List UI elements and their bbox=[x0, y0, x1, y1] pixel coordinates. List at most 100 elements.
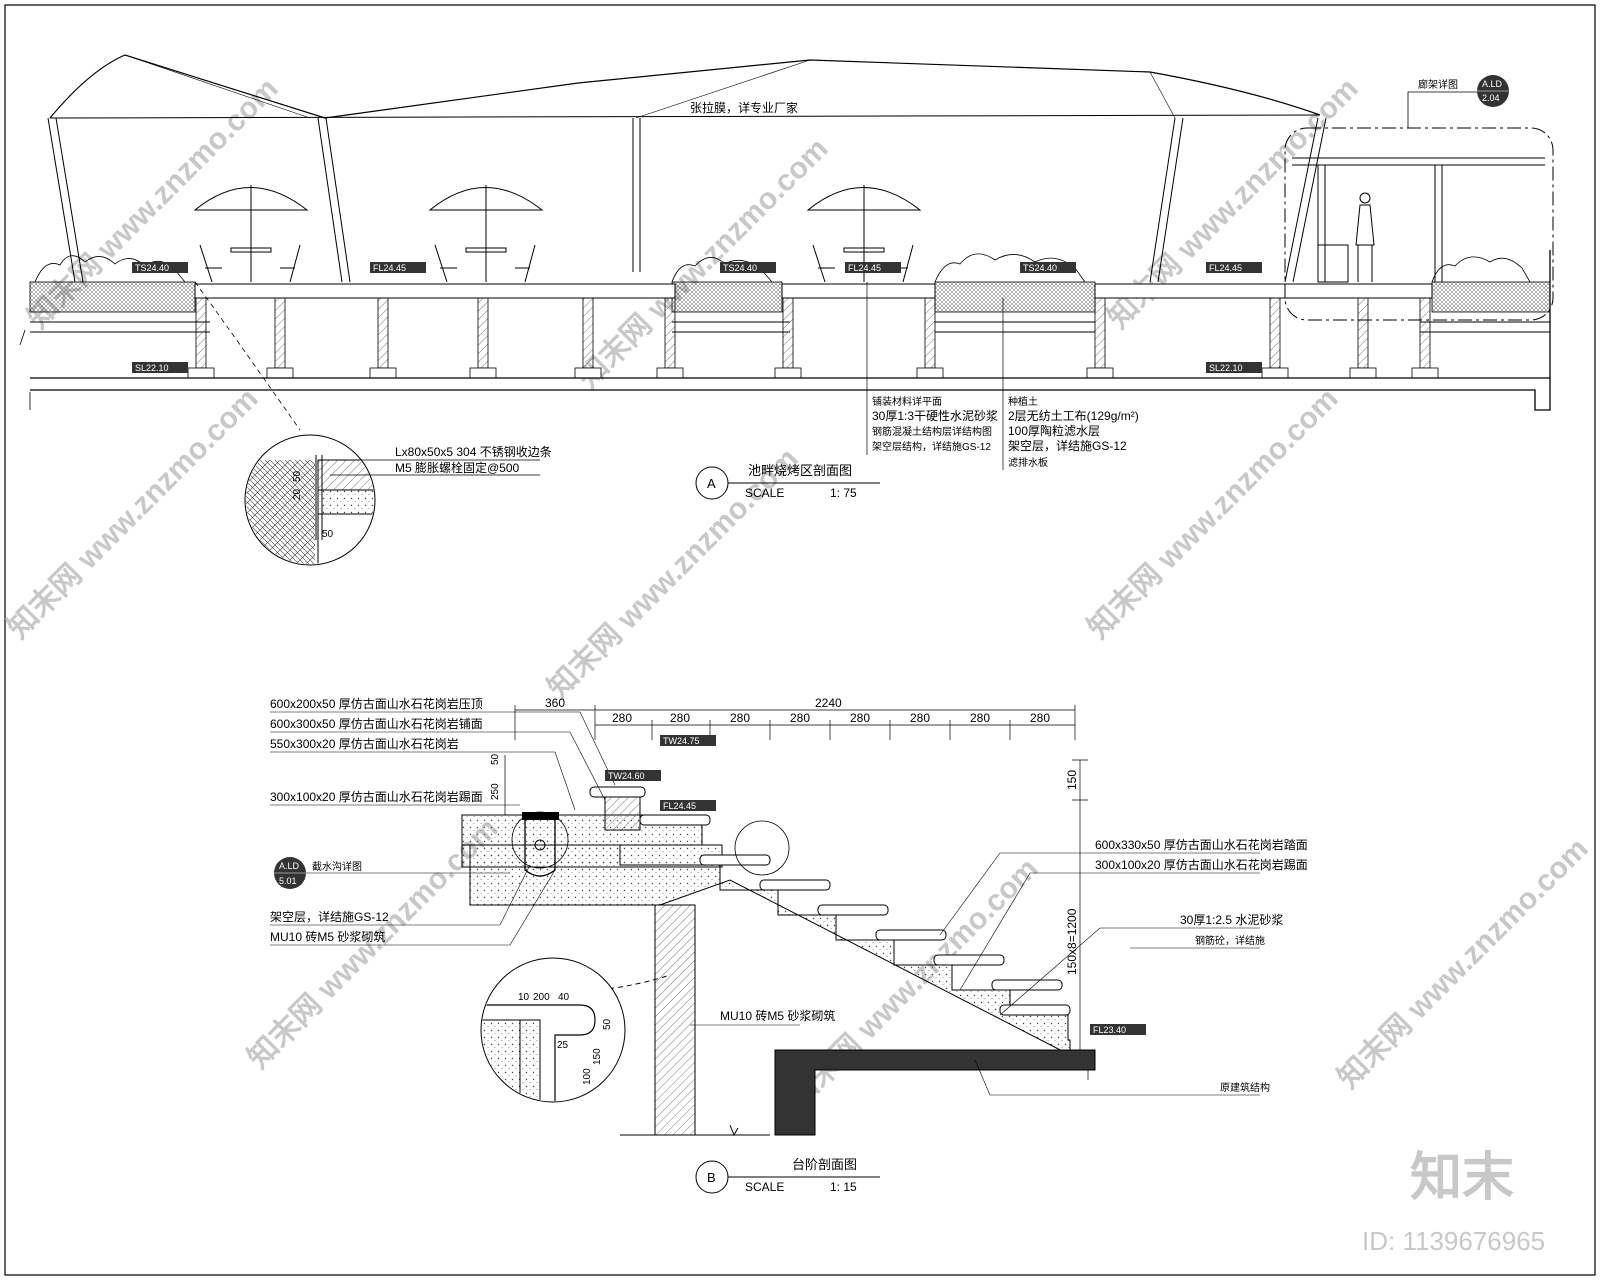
note-line: 钢筋混凝土结构层详结构图 bbox=[872, 425, 992, 438]
level-tag: TW24.60 bbox=[608, 771, 645, 781]
detail-bubble-edge: Lx80x50x5 304 不锈钢收边条 M5 膨胀螺栓固定@500 20 50… bbox=[194, 281, 552, 566]
dim-riser-total: 150x8=1200 bbox=[1065, 908, 1079, 975]
level-tags-b: TW24.75 TW24.60 FL24.45 FL23.40 bbox=[605, 735, 1146, 1035]
section-title: 台阶剖面图 bbox=[792, 1157, 857, 1172]
watermark-text: 知末网 www.znzmo.com bbox=[572, 132, 835, 395]
stair-treads bbox=[589, 786, 1071, 1016]
dim-tread: 280 bbox=[730, 711, 750, 725]
callout-ref: 2.04 bbox=[1482, 93, 1500, 103]
level-tag: TS24.40 bbox=[1023, 263, 1057, 273]
section-marker: A bbox=[707, 476, 716, 491]
detail-dim: 100 bbox=[582, 1068, 593, 1085]
level-tag: FL24.45 bbox=[1209, 263, 1242, 273]
section-a: 张拉膜，详专业厂家 bbox=[19, 54, 1554, 566]
parapet-wall bbox=[604, 797, 641, 831]
pergola-bbq bbox=[1284, 127, 1554, 321]
membrane-note: 张拉膜，详专业厂家 bbox=[690, 100, 798, 115]
watermark-text: 知末网 www.znzmo.com bbox=[1332, 832, 1595, 1095]
section-marker: B bbox=[707, 1170, 716, 1185]
detail-dim: 50 bbox=[292, 470, 303, 482]
stair-tread-band bbox=[461, 844, 723, 868]
detail-dim: 150 bbox=[592, 1048, 603, 1065]
detail-dim: 50 bbox=[322, 529, 334, 540]
dim-wall-height: 250 bbox=[490, 783, 501, 800]
sheet-border bbox=[4, 4, 1596, 1276]
detail-dim: 50 bbox=[602, 1018, 613, 1030]
callout-ref: A.LD bbox=[279, 861, 300, 871]
masts bbox=[47, 117, 1327, 283]
planter-soil bbox=[29, 281, 1551, 313]
note-line: 架空层结构，详结施GS-12 bbox=[872, 440, 991, 453]
section-title: 池畔烧烤区剖面图 bbox=[748, 463, 852, 478]
detail-bubble-nosing: 10 200 40 50 25 150 100 bbox=[480, 957, 626, 1103]
image-id: ID: 1139676965 bbox=[1362, 1226, 1545, 1256]
level-tag: SL22.10 bbox=[1209, 363, 1243, 373]
callout-a-pergola: 廊架详图 A.LD 2.04 bbox=[1407, 75, 1509, 128]
level-tag: FL24.45 bbox=[848, 263, 881, 273]
detail-dim: 40 bbox=[558, 992, 570, 1003]
watermark-text: 知末网 www.znzmo.com bbox=[542, 442, 805, 705]
note-line: 2层无纺土工布(129g/m²) bbox=[1008, 409, 1139, 423]
label-mortar: 30厚1:2.5 水泥砂浆 bbox=[1180, 912, 1283, 927]
title-b: B 台阶剖面图 SCALE 1: 15 bbox=[695, 1157, 880, 1194]
umbrella-set-2 bbox=[428, 185, 544, 283]
detail-dim: 10 bbox=[518, 992, 530, 1003]
note-line: 铺装材料详平面 bbox=[872, 395, 942, 408]
label-riser-right: 300x100x20 厚仿古面山水石花岗岩踢面 bbox=[1095, 857, 1308, 872]
lower-slabs bbox=[30, 321, 1550, 333]
trench-grate bbox=[522, 812, 559, 820]
existing-structure bbox=[774, 1049, 1096, 1136]
section-b: 360 2240 280 280 280 280 280 280 280 280… bbox=[270, 696, 1308, 1194]
label-column: MU10 砖M5 砂浆砌筑 bbox=[720, 1008, 835, 1023]
watermark-layer: 知末网 www.znzmo.com 知末网 www.znzmo.com 知末网 … bbox=[2, 72, 1595, 1115]
dim-total: 2240 bbox=[815, 696, 842, 710]
dim-tread: 280 bbox=[670, 711, 690, 725]
label-existing: 原建筑结构 bbox=[1220, 1081, 1270, 1094]
level-tag: FL24.45 bbox=[373, 263, 406, 273]
note-line: 架空层，详结施GS-12 bbox=[1008, 438, 1127, 453]
column-footings bbox=[187, 367, 1439, 379]
note-line: 30厚1:3干硬性水泥砂浆 bbox=[872, 408, 998, 423]
dim-tread: 280 bbox=[970, 711, 990, 725]
label-overhead: 架空层，详结施GS-12 bbox=[270, 909, 389, 924]
level-tag: TW24.75 bbox=[663, 736, 700, 746]
level-tag: SL22.10 bbox=[135, 363, 169, 373]
level-tags-a: TS24.40 FL24.45 TS24.40 FL24.45 TS24.40 … bbox=[132, 262, 1262, 373]
note-line: 种植土 bbox=[1008, 395, 1038, 408]
notes-right-a: 种植土 2层无纺土工布(129g/m²) 100厚陶粒滤水层 架空层，详结施GS… bbox=[1002, 298, 1139, 470]
level-tag: FL24.45 bbox=[663, 801, 696, 811]
callout-note: 截水沟详图 bbox=[312, 860, 362, 873]
callout-b-trench: A.LD 5.01 截水沟详图 bbox=[274, 857, 510, 889]
masonry-column bbox=[654, 904, 696, 1136]
scale-label: SCALE bbox=[745, 486, 784, 500]
note-line: 滤排水板 bbox=[1008, 456, 1048, 469]
deck-slabs bbox=[194, 283, 1433, 299]
scale-value: 1: 75 bbox=[830, 486, 857, 500]
labels-left-b bbox=[270, 711, 616, 946]
brand-logo: 知末 bbox=[1410, 1149, 1514, 1207]
label-cap: 600x200x50 厚仿古面山水石花岗岩压顶 bbox=[270, 696, 483, 711]
dim-tread: 280 bbox=[612, 711, 632, 725]
detail-note: M5 膨胀螺栓固定@500 bbox=[395, 460, 520, 475]
trench-drain bbox=[534, 839, 546, 851]
label-paving: 600x300x50 厚仿古面山水石花岗岩铺面 bbox=[270, 716, 483, 731]
label-tread: 600x330x50 厚仿古面山水石花岗岩踏面 bbox=[1095, 837, 1308, 852]
dim-tread: 280 bbox=[850, 711, 870, 725]
label-stone: 550x300x20 厚仿古面山水石花岗岩 bbox=[270, 736, 459, 751]
dim-first: 360 bbox=[545, 696, 565, 710]
dim-top-gap: 150 bbox=[1065, 770, 1079, 790]
dimension-top bbox=[514, 705, 1076, 740]
dim-tread: 280 bbox=[910, 711, 930, 725]
callout-note: 廊架详图 bbox=[1418, 78, 1458, 91]
detail-dim: 20 bbox=[292, 488, 303, 500]
detail-dim: 25 bbox=[557, 1040, 569, 1051]
detail-note: Lx80x50x5 304 不锈钢收边条 bbox=[395, 445, 552, 459]
level-tag: TS24.40 bbox=[135, 263, 169, 273]
dim-tread: 280 bbox=[1030, 711, 1050, 725]
umbrella-set-1 bbox=[193, 185, 309, 283]
planting bbox=[34, 253, 1531, 283]
scale-value: 1: 15 bbox=[830, 1180, 857, 1194]
callout-ref: 5.01 bbox=[279, 876, 297, 886]
detail-dim: 200 bbox=[533, 992, 550, 1003]
